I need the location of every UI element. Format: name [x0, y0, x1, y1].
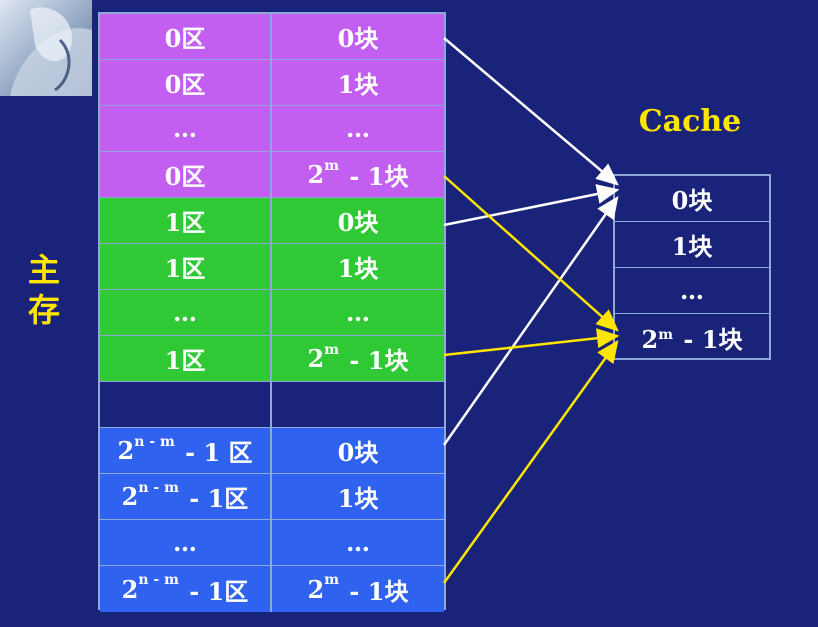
main-memory-label: 主 存 [24, 250, 64, 330]
block-label: 1块 [337, 254, 379, 283]
cache-table: 0块 1块 … 2m - 1块 [613, 174, 771, 360]
cache-row: 2m - 1块 [615, 314, 769, 360]
region-label: … [100, 290, 272, 335]
memory-row: 0区 0块 [100, 14, 444, 60]
block-label: 0块 [337, 24, 379, 53]
corner-logo [0, 0, 92, 96]
cache-row-label: … [680, 276, 704, 305]
memory-row: …… [100, 106, 444, 152]
region-label [100, 382, 272, 427]
region-label: 1区 [100, 244, 272, 289]
cache-row-label: 0块 [671, 186, 713, 215]
block-label: 1块 [337, 484, 379, 513]
cache-row-label: 2m - 1块 [641, 324, 743, 354]
region-label: 0区 [100, 152, 272, 197]
memory-row: 1区 1块 [100, 244, 444, 290]
arrow-0-to-cache0 [443, 37, 619, 186]
side-label-char-2: 存 [27, 291, 60, 329]
block-label: … [346, 114, 370, 143]
cache-title: Cache [638, 104, 742, 139]
arrow-1-to-cache0 [443, 184, 620, 227]
arrow-1-last-to-cache-last [443, 328, 620, 357]
side-label-char-1: 主 [27, 251, 60, 289]
arrow-2-to-cache0 [442, 195, 619, 446]
cache-row: … [615, 268, 769, 314]
arrow-0-last-to-cache-last [443, 175, 619, 332]
memory-row [100, 382, 444, 428]
region-label: 0区 [100, 60, 272, 105]
arrow-2-last-to-cache-last [442, 339, 619, 584]
region-label: … [100, 106, 272, 151]
region-label: … [100, 520, 272, 565]
block-label: … [346, 528, 370, 557]
memory-row: …… [100, 290, 444, 336]
block-label: … [346, 298, 370, 327]
region-label: 0区 [100, 14, 272, 59]
memory-row: 0区 1块 [100, 60, 444, 106]
region-label: 1区 [100, 336, 272, 381]
cache-row-label: 1块 [671, 232, 713, 261]
block-label: 1块 [337, 70, 379, 99]
region-label: 1区 [100, 198, 272, 243]
memory-row: …… [100, 520, 444, 566]
block-label: 0块 [337, 438, 379, 467]
cache-row: 0块 [615, 176, 769, 222]
memory-row: 1区 0块 [100, 198, 444, 244]
cache-row: 1块 [615, 222, 769, 268]
block-label: 0块 [337, 208, 379, 237]
